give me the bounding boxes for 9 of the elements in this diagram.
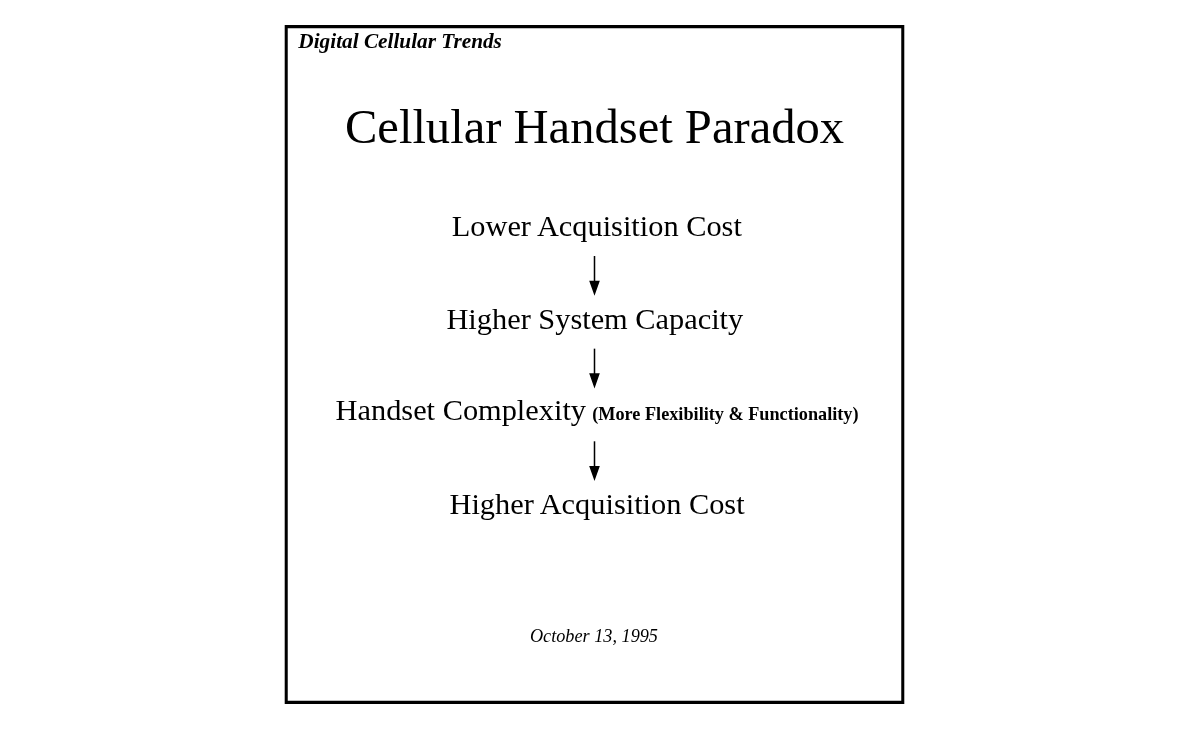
node-text: Higher System Capacity	[446, 301, 744, 336]
node-text: Handset Complexity (More Flexibility & Functionality)	[335, 392, 859, 427]
arrow	[589, 347, 600, 389]
label: Cellular Handset Paradox	[344, 99, 845, 154]
arrow	[589, 440, 600, 482]
node-label: October 13, 1995	[529, 625, 658, 646]
node-text: Higher Acquisition Cost	[449, 487, 745, 522]
arrow	[589, 255, 600, 296]
node-text: Lower Acquisition Cost	[451, 209, 742, 244]
